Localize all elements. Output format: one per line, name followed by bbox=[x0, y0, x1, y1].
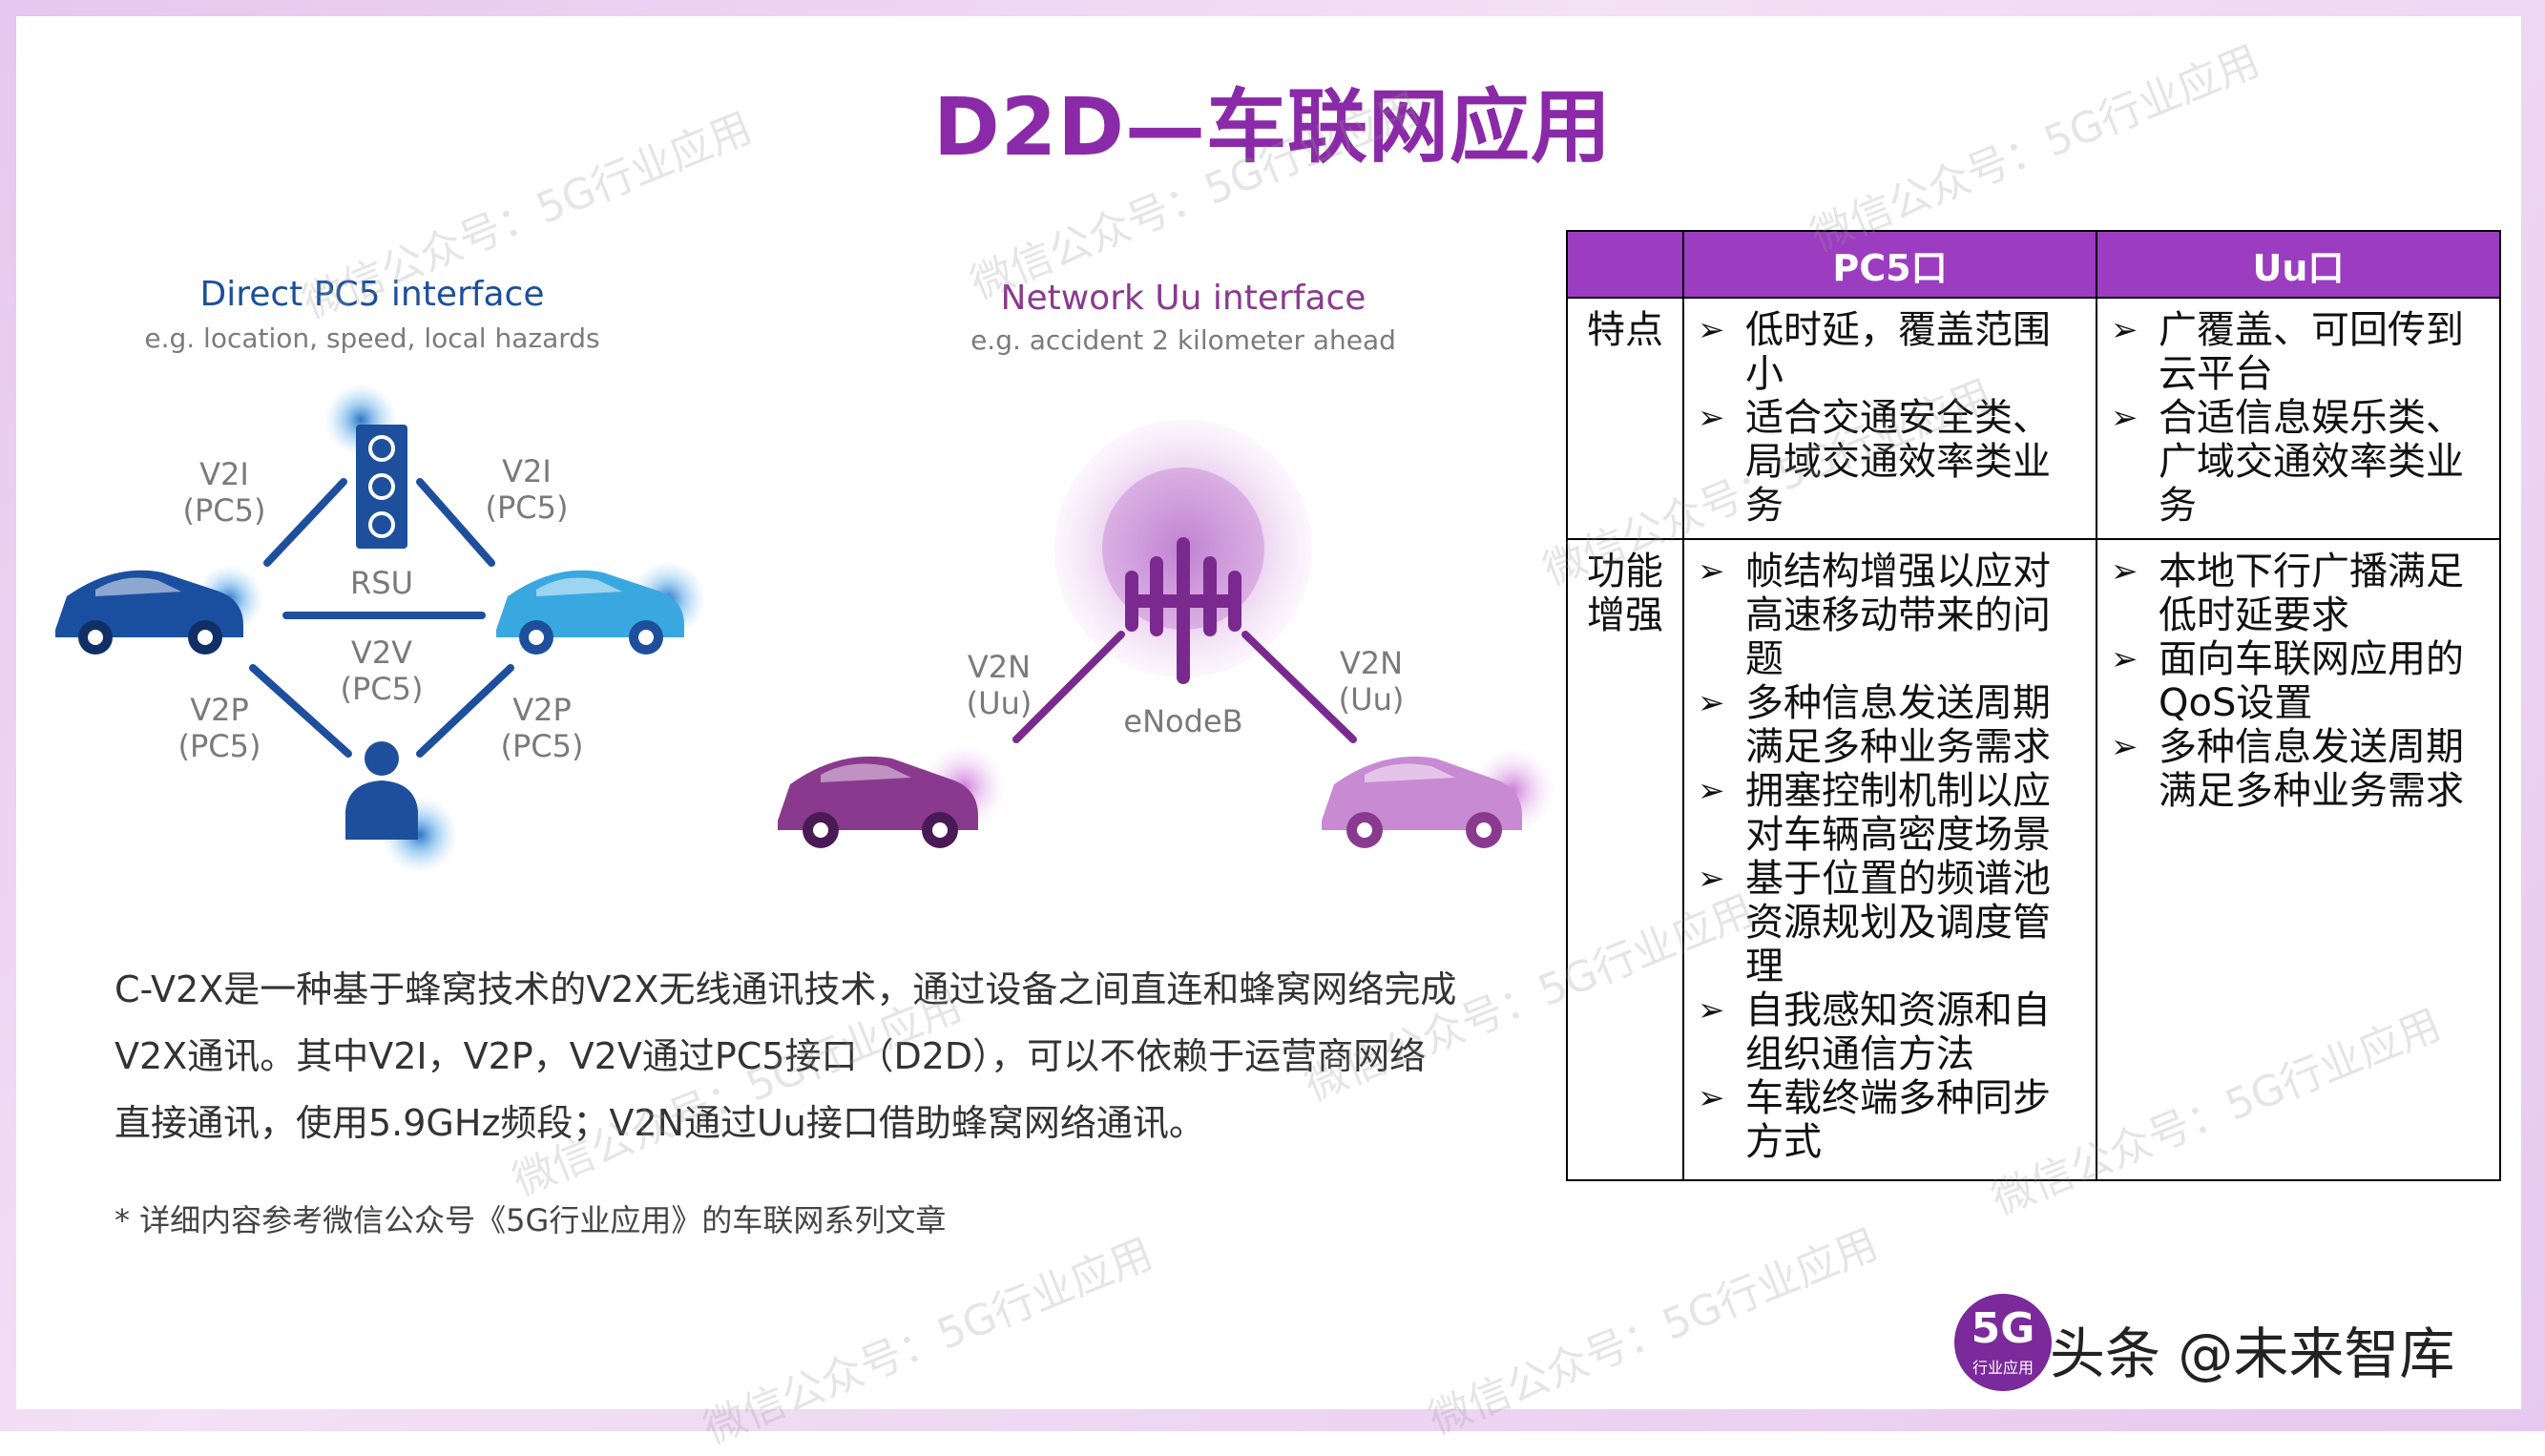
label-v2n-right: V2N(Uu) bbox=[1338, 645, 1405, 718]
label-rsu: RSU bbox=[350, 565, 413, 601]
reference-note: * 详细内容参考微信公众号《5G行业应用》的车联网系列文章 bbox=[115, 1202, 947, 1238]
row-head-enhancements: 功能 增强 bbox=[1566, 538, 1684, 1181]
cell-uu-features: ➢广覆盖、可回传到云平台 ➢合适信息娱乐类、广域交通效率类业务 bbox=[2096, 297, 2501, 540]
label-v2p-right: V2P(PC5) bbox=[500, 692, 584, 764]
pc5-links bbox=[249, 478, 514, 758]
label-v2i-right: V2I(PC5) bbox=[485, 453, 569, 526]
rsu-icon bbox=[324, 384, 407, 549]
cell-pc5-features: ➢低时延，覆盖范围小 ➢适合交通安全类、局域交通效率类业务 bbox=[1682, 297, 2097, 540]
label-v2v: V2V(PC5) bbox=[340, 634, 424, 707]
header-pc5: PC5口 bbox=[1682, 230, 2097, 299]
arrow-bullet-icon: ➢ bbox=[2111, 311, 2138, 349]
pc5-figure-title: Direct PC5 interface bbox=[199, 275, 545, 314]
arrow-bullet-icon: ➢ bbox=[1698, 991, 1725, 1030]
arrow-bullet-icon: ➢ bbox=[1698, 860, 1725, 898]
label-v2n-left: V2N(Uu) bbox=[966, 649, 1033, 721]
list-item: ➢广覆盖、可回传到云平台 bbox=[2111, 308, 2464, 396]
arrow-bullet-icon: ➢ bbox=[1698, 772, 1725, 810]
car-purple-left-icon bbox=[778, 744, 1007, 848]
list-item: ➢拥塞控制机制以应对车辆高密度场景 bbox=[1698, 769, 2051, 857]
uu-figure-subtitle: e.g. accident 2 kilometer ahead bbox=[970, 324, 1396, 356]
list-item: ➢适合交通安全类、局域交通效率类业务 bbox=[1698, 396, 2051, 528]
slide-title: D2D—车联网应用 bbox=[933, 80, 1612, 174]
uu-links bbox=[1012, 631, 1357, 743]
table-row: 特点 ➢低时延，覆盖范围小 ➢适合交通安全类、局域交通效率类业务 ➢广覆盖、可回… bbox=[1566, 297, 2501, 540]
label-enodeb: eNodeB bbox=[1123, 703, 1243, 739]
car-blue-icon bbox=[55, 565, 263, 655]
arrow-bullet-icon: ➢ bbox=[1698, 684, 1725, 722]
table-header-row: PC5口 Uu口 bbox=[1566, 230, 2501, 299]
arrow-bullet-icon: ➢ bbox=[1698, 311, 1725, 349]
list-item: ➢多种信息发送周期满足多种业务需求 bbox=[1698, 681, 2051, 769]
label-v2i-left: V2I(PC5) bbox=[182, 456, 266, 529]
list-item: ➢多种信息发送周期满足多种业务需求 bbox=[2111, 725, 2464, 813]
car-cyan-icon bbox=[496, 561, 706, 655]
arrow-bullet-icon: ➢ bbox=[2111, 552, 2138, 591]
list-item: ➢低时延，覆盖范围小 bbox=[1698, 308, 2051, 396]
list-item: ➢帧结构增强以应对高速移动带来的问题 bbox=[1698, 550, 2051, 681]
header-empty bbox=[1566, 230, 1684, 299]
cell-pc5-enhancements: ➢帧结构增强以应对高速移动带来的问题 ➢多种信息发送周期满足多种业务需求 ➢拥塞… bbox=[1682, 538, 2097, 1181]
list-item: ➢基于位置的频谱池资源规划及调度管理 bbox=[1698, 857, 2051, 988]
car-purple-right-icon bbox=[1322, 747, 1555, 848]
header-uu: Uu口 bbox=[2096, 230, 2501, 299]
arrow-bullet-icon: ➢ bbox=[1698, 399, 1725, 437]
list-item: ➢合适信息娱乐类、广域交通效率类业务 bbox=[2111, 396, 2464, 528]
description-paragraph: C-V2X是一种基于蜂窝技术的V2X无线通讯技术，通过设备之间直连和蜂窝网络完成… bbox=[115, 968, 1457, 1144]
label-v2p-left: V2P(PC5) bbox=[177, 692, 261, 764]
arrow-bullet-icon: ➢ bbox=[1698, 552, 1725, 591]
list-item: ➢本地下行广播满足低时延要求 bbox=[2111, 550, 2464, 637]
comparison-table: PC5口 Uu口 特点 ➢低时延，覆盖范围小 ➢适合交通安全类、局域交通效率类业… bbox=[1566, 230, 2501, 1181]
arrow-bullet-icon: ➢ bbox=[2111, 728, 2138, 766]
5g-logo: 5G 行业应用 bbox=[1954, 1294, 2052, 1391]
arrow-bullet-icon: ➢ bbox=[1698, 1079, 1725, 1117]
table-row: 功能 增强 ➢帧结构增强以应对高速移动带来的问题 ➢多种信息发送周期满足多种业务… bbox=[1566, 538, 2501, 1181]
row-head-features: 特点 bbox=[1566, 297, 1684, 540]
list-item: ➢自我感知资源和自组织通信方法 bbox=[1698, 988, 2051, 1076]
arrow-bullet-icon: ➢ bbox=[2111, 640, 2138, 678]
source-credit: 头条 @未来智库 bbox=[2050, 1321, 2455, 1386]
pedestrian-icon bbox=[345, 741, 458, 873]
list-item: ➢车载终端多种同步方式 bbox=[1698, 1076, 2051, 1164]
pc5-figure-subtitle: e.g. location, speed, local hazards bbox=[144, 322, 600, 354]
antenna-icon bbox=[1125, 537, 1241, 684]
arrow-bullet-icon: ➢ bbox=[2111, 399, 2138, 437]
uu-figure-title: Network Uu interface bbox=[1000, 279, 1366, 318]
